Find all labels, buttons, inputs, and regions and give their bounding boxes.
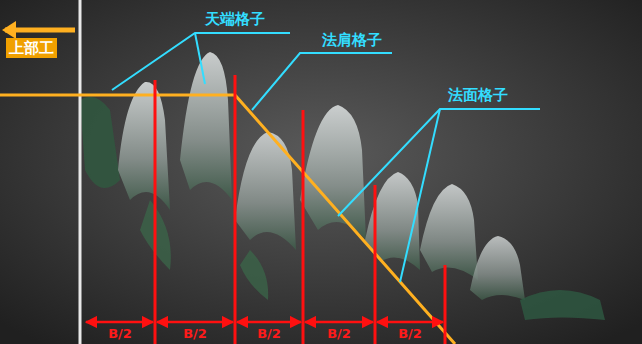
dimension-label: B/2 bbox=[398, 326, 422, 342]
dimension-arrow bbox=[157, 321, 233, 324]
dimension-arrow bbox=[377, 321, 443, 324]
design-profile bbox=[0, 95, 455, 344]
cloud-blob bbox=[80, 97, 120, 188]
section-line bbox=[444, 265, 447, 344]
leader-line bbox=[338, 109, 540, 216]
leader-line bbox=[112, 33, 290, 90]
cloud-wave bbox=[300, 105, 366, 240]
section-line bbox=[374, 185, 377, 344]
leader-line bbox=[252, 53, 392, 110]
section-line bbox=[234, 75, 237, 344]
dimension-arrow bbox=[86, 321, 153, 324]
leader-line bbox=[400, 109, 440, 282]
dimension-label: B/2 bbox=[108, 326, 132, 342]
cloud-wave bbox=[420, 184, 478, 280]
dimension-label: B/2 bbox=[183, 326, 207, 342]
reference-line bbox=[79, 0, 82, 344]
cloud-wave bbox=[365, 172, 420, 270]
section-line bbox=[154, 80, 157, 344]
part-name: 法面格子 bbox=[448, 86, 508, 104]
direction-arrowhead bbox=[2, 21, 16, 39]
dimension-label: B/2 bbox=[327, 326, 351, 342]
part-name: 天端格子 bbox=[205, 10, 265, 28]
cloud-wave bbox=[235, 132, 296, 250]
section-line bbox=[302, 110, 305, 344]
section-lines bbox=[155, 75, 445, 344]
leader-lines bbox=[112, 33, 540, 282]
dimension-arrows bbox=[86, 321, 443, 324]
dimension-arrow bbox=[305, 321, 373, 324]
cloud-blob bbox=[520, 290, 605, 320]
dimension-arrow bbox=[237, 321, 301, 324]
point-cloud bbox=[80, 52, 605, 320]
cloud-wave bbox=[180, 52, 232, 200]
cloud-wave bbox=[470, 236, 525, 300]
cloud-wave bbox=[118, 82, 170, 210]
cloud-blob bbox=[240, 250, 268, 300]
dimension-label: B/2 bbox=[257, 326, 281, 342]
part-name: 法肩格子 bbox=[322, 31, 382, 49]
leader-line bbox=[195, 33, 205, 84]
part-name: 上部工 bbox=[6, 38, 57, 58]
